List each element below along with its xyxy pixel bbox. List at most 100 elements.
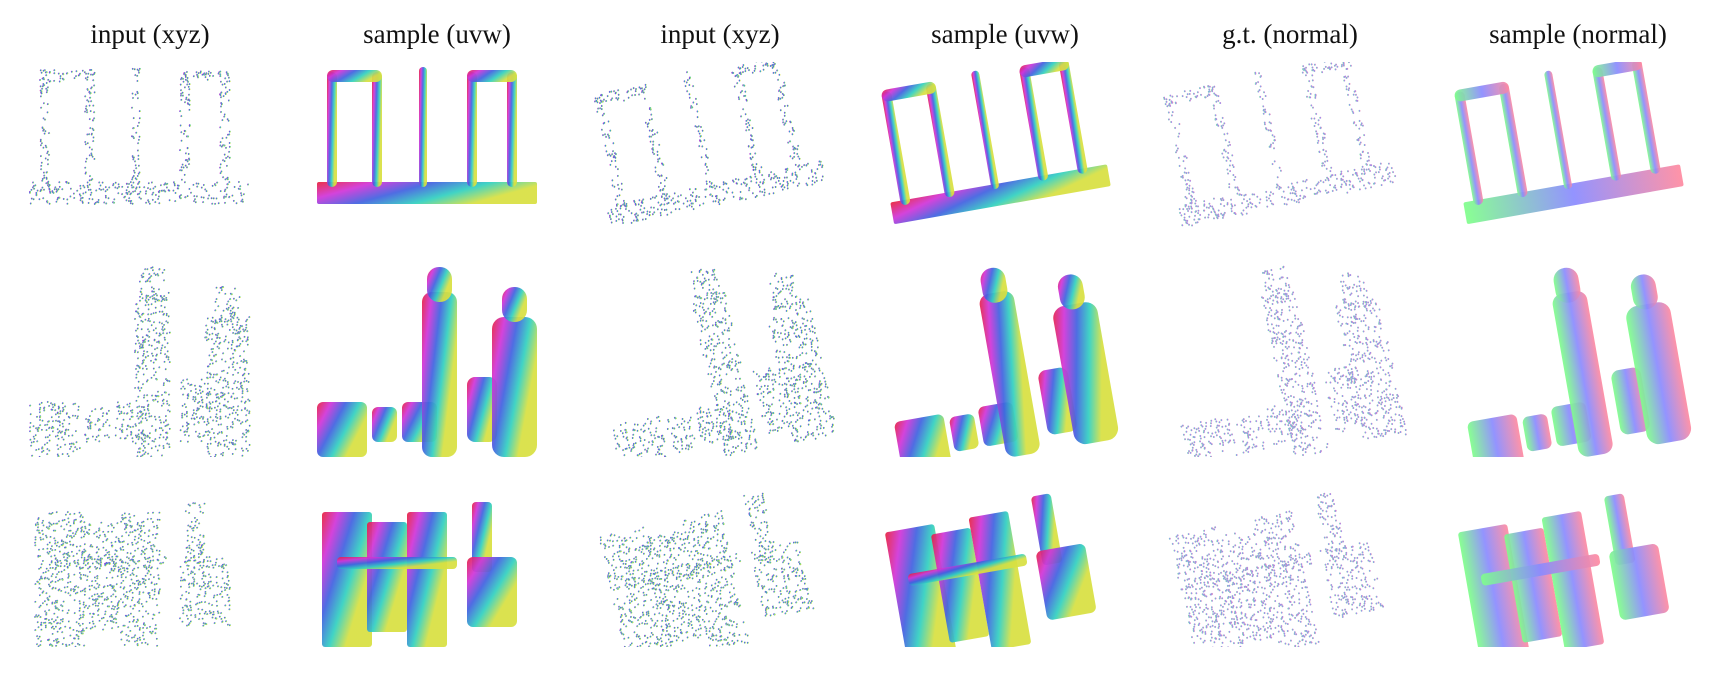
point-sample — [809, 338, 812, 341]
point-sample — [1246, 432, 1249, 435]
point-sample — [219, 443, 222, 446]
point-sample — [1240, 424, 1243, 427]
point-sample — [672, 197, 675, 200]
point-sample — [198, 407, 201, 410]
point-sample — [230, 320, 233, 323]
point-sample — [139, 280, 141, 283]
point-sample — [1305, 346, 1308, 349]
point-sample — [196, 75, 199, 78]
point-sample — [716, 342, 719, 345]
point-sample — [147, 187, 150, 190]
point-sample — [93, 203, 96, 205]
point-sample — [1222, 156, 1225, 159]
point-sample — [212, 75, 215, 77]
point-sample — [698, 145, 701, 148]
point-sample — [150, 447, 153, 450]
point-sample — [172, 189, 175, 192]
point-sample — [137, 336, 139, 339]
point-sample — [762, 390, 765, 393]
point-sample — [726, 364, 729, 367]
point-sample — [1185, 188, 1188, 191]
point-sample — [141, 406, 143, 408]
point-sample — [1296, 327, 1299, 330]
point-sample — [210, 358, 213, 361]
point-sample — [219, 417, 222, 420]
point-sample — [722, 413, 725, 416]
point-sample — [628, 446, 631, 449]
point-sample — [603, 98, 606, 101]
point-sample — [56, 434, 59, 437]
point-sample — [1248, 445, 1251, 448]
point-sample — [79, 184, 82, 187]
point-sample — [86, 109, 88, 112]
point-sample — [143, 396, 146, 399]
point-sample — [200, 415, 203, 418]
point-sample — [85, 160, 87, 163]
point-sample — [610, 208, 613, 211]
point-sample — [1351, 173, 1354, 176]
point-sample — [163, 183, 166, 186]
point-sample — [1372, 165, 1375, 168]
point-sample — [1266, 323, 1269, 326]
point-sample — [88, 154, 91, 157]
point-sample — [727, 327, 730, 330]
point-sample — [1304, 180, 1307, 183]
point-sample — [233, 349, 236, 351]
point-sample — [165, 378, 168, 381]
point-sample — [213, 373, 215, 376]
point-sample — [1279, 186, 1282, 189]
point-sample — [219, 126, 222, 129]
point-sample — [1199, 421, 1202, 424]
render-image — [1163, 62, 1397, 227]
point-sample — [1206, 94, 1209, 97]
point-sample — [819, 383, 822, 386]
point-sample — [776, 176, 779, 179]
point-sample — [230, 407, 233, 410]
point-sample — [179, 169, 182, 172]
point-sample — [1181, 175, 1184, 178]
point-sample — [1322, 162, 1325, 165]
point-sample — [242, 200, 244, 203]
point-sample — [166, 436, 169, 439]
point-sample — [1299, 355, 1302, 358]
point-sample — [787, 141, 790, 144]
point-sample — [1309, 414, 1312, 417]
point-sample — [247, 429, 250, 432]
point-sample — [781, 383, 784, 386]
point-sample — [146, 408, 149, 410]
point-sample — [1266, 317, 1269, 320]
point-sample — [621, 432, 624, 435]
point-sample — [1197, 209, 1200, 212]
point-sample — [799, 417, 802, 420]
point-sample — [740, 183, 743, 186]
point-sample — [214, 300, 217, 303]
point-sample — [53, 188, 56, 191]
point-sample — [1336, 427, 1339, 430]
point-sample — [32, 440, 35, 443]
point-sample — [1203, 446, 1206, 449]
point-sample — [228, 76, 230, 79]
point-sample — [138, 315, 141, 318]
point-sample — [209, 416, 212, 419]
point-sample — [722, 183, 725, 186]
point-sample — [1214, 114, 1217, 117]
point-sample — [1287, 424, 1290, 427]
point-sample — [128, 200, 130, 202]
point-sample — [802, 363, 805, 366]
point-sample — [1184, 438, 1187, 441]
point-sample — [614, 159, 617, 162]
point-sample — [699, 425, 702, 428]
surface-part-7 — [980, 267, 1008, 303]
point-sample — [164, 338, 167, 341]
point-sample — [1191, 442, 1194, 445]
point-sample — [222, 386, 225, 389]
point-sample — [598, 96, 601, 99]
point-sample — [48, 439, 51, 442]
point-sample — [699, 140, 702, 143]
point-sample — [135, 303, 138, 306]
point-sample — [683, 426, 686, 429]
point-sample — [1352, 122, 1355, 125]
point-sample — [1212, 197, 1215, 200]
point-sample — [132, 135, 135, 138]
point-sample — [1319, 116, 1322, 119]
